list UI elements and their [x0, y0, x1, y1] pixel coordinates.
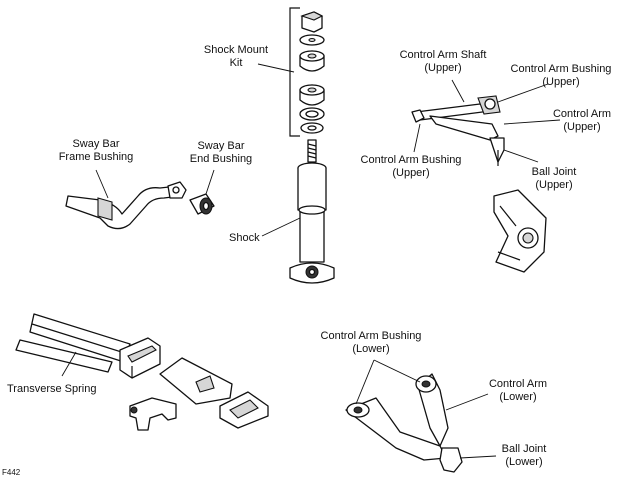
spring-retainer-block: [119, 337, 161, 379]
label-control-arm-bushing-lower: Control Arm Bushing (Lower): [320, 330, 422, 355]
label-control-arm-bushing-upper-left: Control Arm Bushing (Upper): [360, 154, 462, 179]
label-shock: Shock: [229, 232, 260, 244]
sway-bar: [65, 181, 187, 230]
spring-clamp-bracket: [129, 397, 177, 431]
shock-mount-kit-bracket: [289, 7, 300, 137]
shock-mount-kit-parts: [299, 11, 325, 134]
label-ball-joint-lower: Ball Joint (Lower): [501, 443, 547, 468]
label-ball-joint-upper: Ball Joint (Upper): [531, 166, 577, 191]
spring-mount-plate: [159, 357, 233, 405]
upper-control-arm-assembly: [411, 95, 505, 166]
label-transverse-spring: Transverse Spring: [7, 383, 97, 395]
label-shock-mount-kit: Shock Mount Kit: [203, 44, 269, 69]
sway-bar-end-bushing: [189, 193, 215, 215]
spring-insulator: [219, 391, 269, 429]
lower-control-arm-assembly: [345, 373, 463, 473]
steering-knuckle: [493, 189, 547, 273]
label-sway-bar-frame-bushing: Sway Bar Frame Bushing: [58, 138, 134, 163]
leader-lines: [61, 63, 561, 459]
transverse-spring: [15, 313, 131, 373]
label-control-arm-shaft-upper: Control Arm Shaft (Upper): [399, 49, 487, 74]
figure-code: F442: [2, 468, 21, 477]
label-control-arm-bushing-upper-top: Control Arm Bushing (Upper): [510, 63, 612, 88]
label-sway-bar-end-bushing: Sway Bar End Bushing: [189, 140, 253, 165]
label-control-arm-lower: Control Arm (Lower): [488, 378, 548, 403]
label-control-arm-upper: Control Arm (Upper): [552, 108, 612, 133]
shock-absorber: [289, 139, 335, 284]
